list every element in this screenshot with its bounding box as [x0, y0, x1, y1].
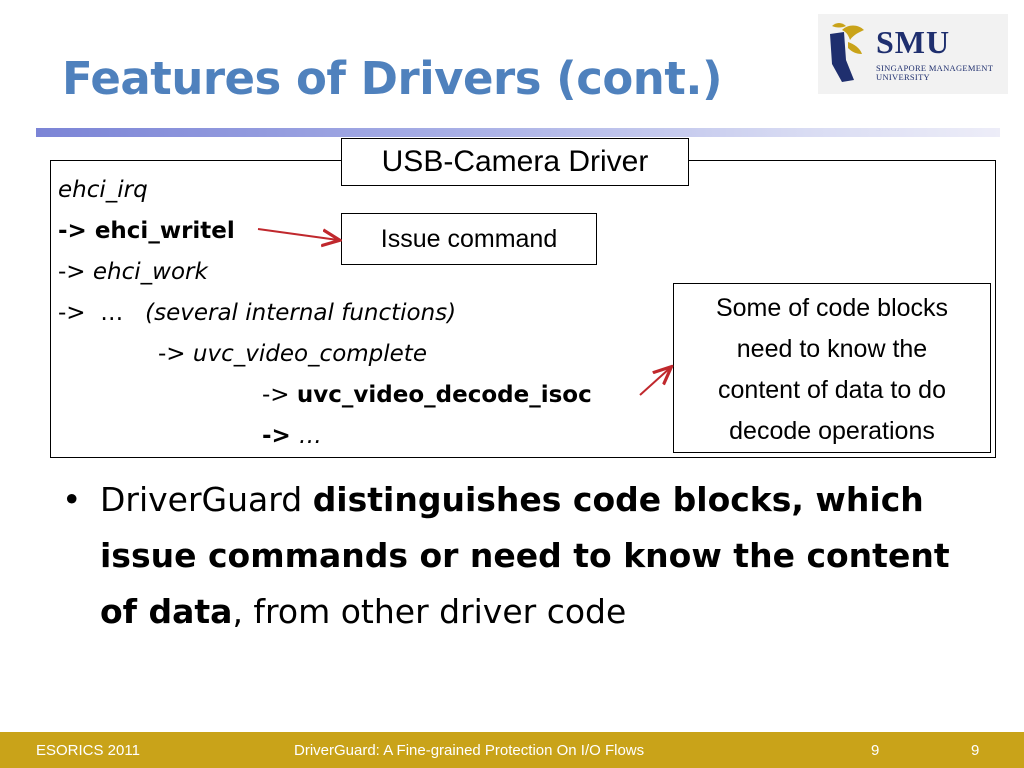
- driver-label: USB-Camera Driver: [341, 138, 689, 186]
- logo-subtitle: SINGAPORE MANAGEMENT UNIVERSITY: [876, 63, 994, 82]
- data-content-callout: Some of code blocks need to know the con…: [673, 283, 991, 453]
- issue-command-callout: Issue command: [341, 213, 597, 265]
- slide-title: Features of Drivers (cont.): [62, 52, 723, 105]
- title-underline-bar: [36, 128, 1000, 137]
- slide-footer: ESORICS 2011 DriverGuard: A Fine-grained…: [0, 732, 1024, 768]
- logo-wordmark: SMU: [876, 24, 951, 60]
- code-line-3: -> ehci_work: [58, 259, 208, 285]
- code-line-2: -> ehci_writel: [58, 218, 235, 244]
- note-line: need to know the: [736, 335, 928, 363]
- code-line-7: -> …: [262, 423, 322, 449]
- bullet-point: • DriverGuard distinguishes code blocks,…: [62, 472, 962, 640]
- arrow-to-data-callout: [639, 368, 670, 396]
- note-line: Some of code blocks: [715, 294, 949, 322]
- footer-slide-number: 9: [971, 742, 980, 759]
- code-line-1: ehci_irq: [58, 177, 148, 203]
- footer-conference: ESORICS 2011: [36, 742, 140, 759]
- footer-paper-title: DriverGuard: A Fine-grained Protection O…: [294, 742, 645, 759]
- code-line-6: -> uvc_video_decode_isoc: [262, 382, 592, 408]
- footer-page-number: 9: [871, 742, 880, 759]
- code-line-4: -> … (several internal functions): [58, 300, 457, 326]
- smu-logo: SMU SINGAPORE MANAGEMENT UNIVERSITY: [818, 14, 1008, 94]
- smu-lion-icon: [830, 23, 864, 82]
- arrow-to-issue-command: [257, 228, 338, 240]
- bullet-dot-icon: •: [62, 480, 82, 519]
- bullet-text: DriverGuard distinguishes code blocks, w…: [100, 480, 950, 631]
- note-line: decode operations: [729, 417, 935, 445]
- code-line-5: -> uvc_video_complete: [158, 341, 427, 367]
- note-line: content of data to do: [718, 376, 946, 404]
